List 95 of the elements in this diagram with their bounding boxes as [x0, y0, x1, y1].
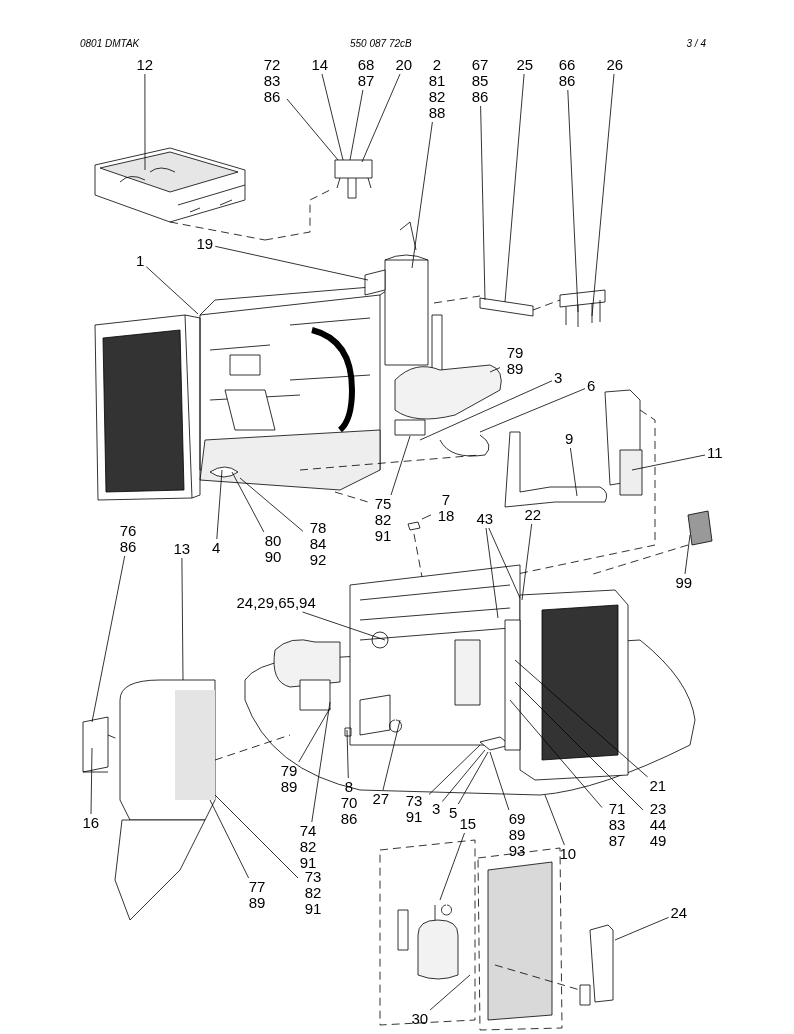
callout-number: 6 — [587, 378, 596, 394]
leader-line — [489, 367, 501, 373]
callout-number: 8 70 86 — [336, 779, 362, 827]
callout-number: 43 — [476, 511, 494, 527]
leader-line — [411, 121, 433, 269]
callout-number: 16 — [82, 815, 100, 831]
callout-number: 25 — [516, 57, 534, 73]
leader-line — [514, 681, 644, 811]
leader-line — [181, 557, 184, 681]
callout-number: 22 — [524, 507, 542, 523]
callout-number: 12 — [136, 57, 154, 73]
leader-line — [361, 73, 401, 163]
callout-number: 26 — [606, 57, 624, 73]
callout-number: 75 82 91 — [370, 496, 396, 544]
callout-number: 71 83 87 — [604, 801, 630, 849]
leader-line — [144, 73, 146, 171]
callout-number: 13 — [173, 541, 191, 557]
callout-number: 4 — [212, 540, 221, 556]
leader-line — [321, 73, 344, 161]
leader-line — [514, 659, 648, 778]
leader-line — [457, 751, 489, 805]
leader-line — [90, 747, 93, 815]
callout-number: 30 — [411, 1011, 429, 1027]
leader-line — [382, 719, 401, 791]
leader-line — [311, 701, 331, 823]
callout-number: 23 44 49 — [645, 801, 671, 849]
leader-line — [567, 89, 579, 313]
callout-number: 7 18 — [433, 492, 459, 524]
leader-line — [214, 245, 369, 281]
leader-line — [429, 974, 471, 1011]
leader-line — [489, 751, 510, 811]
callout-number: 14 — [311, 57, 329, 73]
leader-line — [521, 523, 533, 601]
leader-line — [239, 477, 304, 532]
leader-line — [349, 89, 364, 161]
leader-line — [614, 917, 669, 941]
leader-line — [231, 471, 265, 533]
leader-line — [91, 555, 126, 723]
leader-line — [419, 380, 553, 441]
leader-line — [439, 832, 465, 901]
leader-line — [390, 435, 411, 496]
header-text: 0801 DMTAK — [80, 38, 140, 49]
callout-number: 67 85 86 — [467, 57, 493, 105]
callout-number: 15 — [459, 816, 477, 832]
callout-number: 1 — [136, 253, 145, 269]
callout-number: 20 — [395, 57, 413, 73]
callout-number: 24 — [670, 905, 688, 921]
leader-line — [488, 527, 521, 599]
callout-number: 74 82 91 — [295, 823, 321, 871]
leader-line — [479, 388, 586, 433]
callout-number: 24,29,65,94 — [236, 595, 316, 611]
callout-number: 5 — [449, 805, 458, 821]
leader-line — [570, 447, 578, 497]
leader-line — [504, 73, 525, 303]
callout-number: 2 81 82 88 — [424, 57, 450, 121]
leader-line — [286, 98, 339, 161]
callout-number: 3 — [432, 801, 441, 817]
callout-number: 68 87 — [353, 57, 379, 89]
leader-line — [480, 105, 486, 301]
leader-line — [214, 794, 299, 879]
callout-number: 11 — [707, 445, 723, 461]
callout-number: 27 — [372, 791, 390, 807]
callout-number: 21 — [649, 778, 667, 794]
callout-number: 10 — [559, 846, 577, 862]
callout-number: 76 86 — [115, 523, 141, 555]
leader-line — [216, 469, 223, 540]
callout-number: 77 89 — [244, 879, 270, 911]
callout-number: 73 82 91 — [300, 869, 326, 917]
callout-number: 80 90 — [260, 533, 286, 565]
callout-number: 79 89 — [276, 763, 302, 795]
leader-line — [591, 73, 615, 317]
leader-line — [209, 799, 249, 879]
callout-number: 66 86 — [554, 57, 580, 89]
leader-line — [509, 699, 603, 808]
callout-number: 78 84 92 — [305, 520, 331, 568]
leader-line — [544, 794, 565, 846]
leader-line — [428, 744, 481, 795]
callout-number: 79 89 — [502, 345, 528, 377]
callout-number: 9 — [565, 431, 574, 447]
header-text: 550 087 72cB — [350, 38, 412, 49]
callout-number: 19 — [196, 236, 214, 252]
leader-line — [145, 266, 199, 315]
callout-number: 3 — [554, 370, 563, 386]
leader-line — [631, 454, 706, 471]
header-text: 3 / 4 — [686, 38, 706, 49]
callout-number: 72 83 86 — [259, 57, 285, 105]
leader-line — [346, 729, 349, 779]
callout-number: 73 91 — [401, 793, 427, 825]
leader-line — [421, 514, 432, 520]
callout-number: 99 — [675, 575, 693, 591]
callout-number: 69 89 93 — [504, 811, 530, 859]
leader-line — [485, 527, 499, 619]
leader-line — [441, 749, 486, 802]
leader-line — [684, 534, 691, 575]
leader-line — [302, 611, 386, 641]
